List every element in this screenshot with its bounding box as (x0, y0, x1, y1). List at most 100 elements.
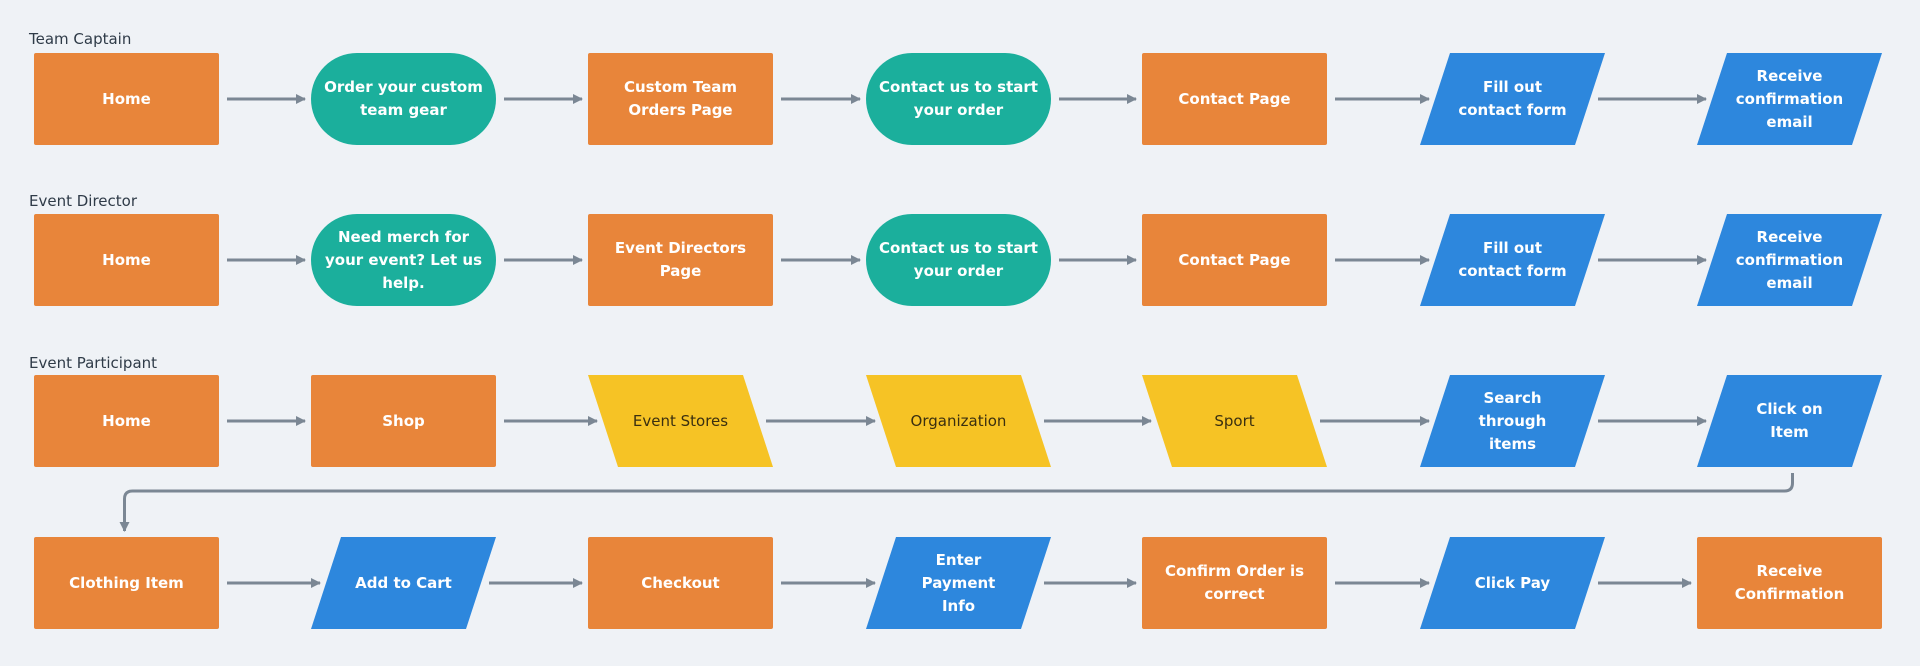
process-shape (1142, 53, 1327, 145)
data_blue-shape (1420, 214, 1605, 306)
flow-node-clothing-item: Clothing Item (34, 537, 219, 629)
node-shape (1697, 53, 1882, 145)
process-shape (1142, 537, 1327, 629)
node-label: Sport (1214, 411, 1255, 430)
flow-node-custom-team-orders-page: Custom Team Orders Page (588, 53, 773, 145)
node-label: Contact us to start your order (879, 239, 1038, 280)
node-label: Contact Page (1178, 250, 1291, 269)
flow-node-receive-confirmation-email: Receive confirmation email (1697, 53, 1882, 145)
flow-node-order-your-custom-team-gear: Order your custom team gear (311, 53, 496, 145)
node-shape (311, 53, 496, 145)
node-label: Fill out contact form (1458, 78, 1567, 119)
data_blue-shape (1420, 53, 1605, 145)
flow-node-fill-out-contact-form: Fill out contact form (1420, 53, 1605, 145)
node-label: Search through items (1478, 388, 1547, 453)
node-label: Event Stores (632, 411, 729, 430)
node-shape (311, 375, 496, 467)
node-label: Contact us to start your order (879, 78, 1038, 119)
node-shape (866, 537, 1051, 629)
process-shape (588, 53, 773, 145)
node-label: Shop (382, 411, 425, 430)
data_blue-shape (1420, 375, 1605, 467)
terminal-shape (866, 53, 1051, 145)
flow-node-receive-confirmation: Receive Confirmation (1697, 537, 1882, 629)
process-shape (588, 214, 773, 306)
node-label: Contact Page (1178, 89, 1291, 108)
flow-node-organization: Organization (866, 375, 1051, 467)
flow-node-home: Home (34, 375, 219, 467)
lane-label-event-participant: Event Participant (29, 354, 158, 372)
process-shape (588, 537, 773, 629)
node-shape (1142, 53, 1327, 145)
flow-node-event-stores: Event Stores (588, 375, 773, 467)
terminal-shape (866, 214, 1051, 306)
flow-node-contact-page: Contact Page (1142, 214, 1327, 306)
flow-node-sport: Sport (1142, 375, 1327, 467)
node-label: Click Pay (1474, 573, 1551, 592)
node-shape (866, 53, 1051, 145)
node-shape (34, 53, 219, 145)
flow-node-receive-confirmation-email: Receive confirmation email (1697, 214, 1882, 306)
node-label: Add to Cart (355, 573, 452, 592)
node-shape (1142, 537, 1327, 629)
node-label: Order your custom team gear (324, 78, 483, 119)
node-shape (1697, 537, 1882, 629)
flow-node-shop: Shop (311, 375, 496, 467)
flow-node-home: Home (34, 53, 219, 145)
node-label: Clothing Item (69, 573, 184, 592)
process-shape (34, 537, 219, 629)
flow-node-event-directors-page: Event Directors Page (588, 214, 773, 306)
node-label: Home (102, 89, 151, 108)
node-label: Receive Confirmation (1734, 562, 1845, 603)
node-label: Custom Team Orders Page (623, 78, 738, 119)
process-shape (34, 375, 219, 467)
terminal-shape (311, 214, 496, 306)
node-label: Home (102, 411, 151, 430)
flow-node-confirm-order-is-correct: Confirm Order is correct (1142, 537, 1327, 629)
flow-node-checkout: Checkout (588, 537, 773, 629)
node-shape (1697, 214, 1882, 306)
data_yellow-shape (1142, 375, 1327, 467)
lane-label-event-director: Event Director (29, 192, 137, 210)
node-label: Confirm Order is correct (1164, 562, 1305, 603)
node-label: Checkout (641, 573, 720, 592)
node-shape (34, 375, 219, 467)
flow-node-need-merch-for-your-event-let-us-help: Need merch for your event? Let us help. (311, 214, 496, 306)
flow-node-contact-us-to-start-your-order: Contact us to start your order (866, 53, 1051, 145)
terminal-shape (311, 53, 496, 145)
data_blue-shape (1697, 53, 1882, 145)
data_yellow-shape (588, 375, 773, 467)
node-label: Fill out contact form (1458, 239, 1567, 280)
data_blue-shape (1420, 537, 1605, 629)
flow-node-search-through-items: Search through items (1420, 375, 1605, 467)
node-shape (588, 537, 773, 629)
flow-node-contact-page: Contact Page (1142, 53, 1327, 145)
node-shape (1697, 375, 1882, 467)
wrap-connector-arrow (119, 473, 1794, 532)
node-shape (1420, 53, 1605, 145)
node-shape (311, 537, 496, 629)
node-shape (866, 214, 1051, 306)
flow-node-home: Home (34, 214, 219, 306)
data_yellow-shape (866, 375, 1051, 467)
flow-node-enter-payment-info: Enter Payment Info (866, 537, 1051, 629)
node-shape (588, 53, 773, 145)
process-shape (1142, 214, 1327, 306)
process-shape (1697, 537, 1882, 629)
node-shape (1420, 537, 1605, 629)
node-label: Receive confirmation email (1735, 227, 1844, 292)
node-shape (1420, 214, 1605, 306)
lane-label-team-captain: Team Captain (29, 30, 132, 48)
flow-node-fill-out-contact-form: Fill out contact form (1420, 214, 1605, 306)
node-shape (1420, 375, 1605, 467)
process-shape (311, 375, 496, 467)
node-label: Need merch for your event? Let us help. (324, 227, 482, 292)
flow-node-click-on-item: Click on Item (1697, 375, 1882, 467)
data_blue-shape (1697, 214, 1882, 306)
process-shape (34, 214, 219, 306)
node-shape (1142, 214, 1327, 306)
node-shape (34, 537, 219, 629)
data_blue-shape (866, 537, 1051, 629)
